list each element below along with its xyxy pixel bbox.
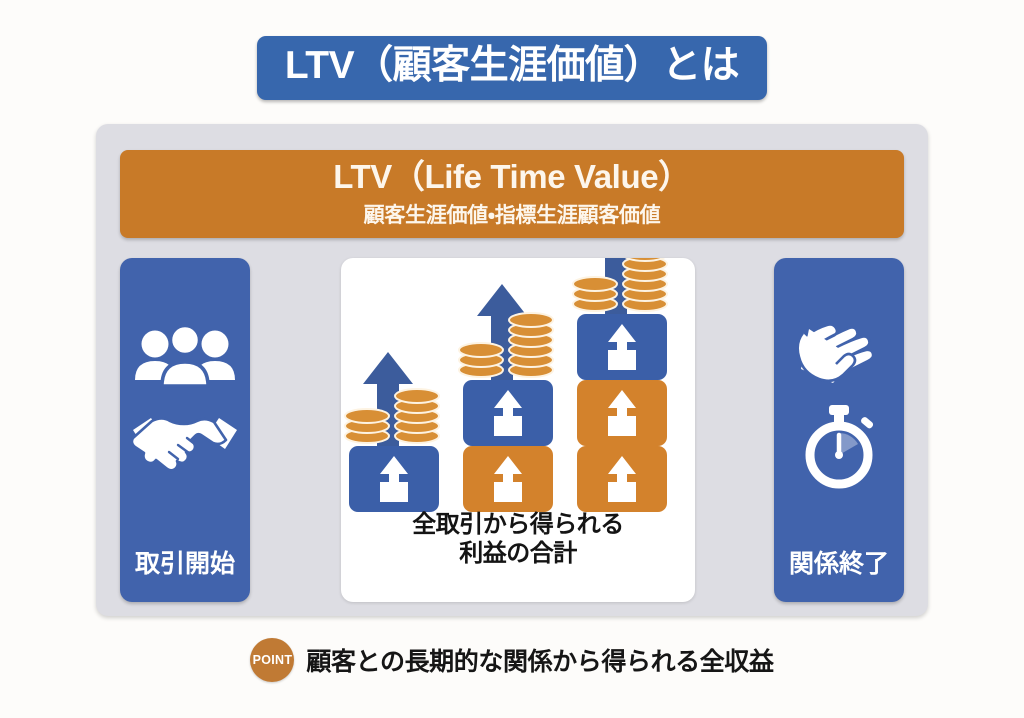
stage-card-end-icons — [774, 258, 904, 544]
stage-card-start-icons — [120, 258, 250, 544]
coin-stack-col2-left — [458, 342, 504, 378]
waving-hand-icon — [796, 323, 875, 383]
coin-stack-col3-right — [622, 258, 668, 312]
stage-card-end[interactable]: 関係終了 — [774, 258, 904, 602]
stage-card-end-label: 関係終了 — [788, 550, 889, 578]
coin-stack-col1-left — [344, 408, 390, 444]
coin-stack-col1-right — [394, 388, 440, 444]
profit-block-col3-1 — [577, 446, 667, 512]
growth-arrow-col2 — [477, 284, 527, 380]
ltv-banner: LTV（Life Time Value） 顧客生涯価値・指標生涯顧客価値 — [120, 150, 904, 238]
page-title: LTV（顧客生涯価値）とは — [256, 36, 768, 100]
profit-growth-chart — [344, 258, 668, 512]
coin-stack-col2-right — [508, 312, 554, 378]
stopwatch-icon — [805, 405, 874, 489]
growth-arrow-col1 — [363, 352, 413, 446]
profit-stack-caption: 全取引から得られる 利益の合計 — [341, 510, 695, 569]
profit-block-col3-2 — [577, 380, 667, 446]
stage-card-start-label: 取引開始 — [134, 550, 235, 578]
profit-stack-card: 全取引から得られる 利益の合計 — [341, 258, 695, 602]
ltv-banner-title: LTV（Life Time Value） — [333, 158, 691, 196]
profit-stack-caption-line1: 全取引から得られる — [412, 511, 624, 538]
people-group-icon — [135, 324, 235, 388]
coin-stack-col3-left — [572, 276, 618, 312]
stage-card-start[interactable]: 取引開始 — [120, 258, 250, 602]
handshake-icon — [130, 417, 237, 472]
profit-block-col2-1 — [463, 446, 553, 512]
profit-block-col2-2 — [463, 380, 553, 446]
ltv-banner-subtitle: 顧客生涯価値・指標生涯顧客価値 — [363, 203, 661, 227]
profit-block-col1-1 — [349, 446, 439, 512]
page-title-container: LTV（顧客生涯価値）とは — [0, 36, 1024, 100]
point-footer-text: 顧客との長期的な関係から得られる全収益 — [306, 648, 774, 676]
point-footer: POINT 顧客との長期的な関係から得られる全収益 — [0, 638, 1024, 682]
diagram-panel: LTV（Life Time Value） 顧客生涯価値・指標生涯顧客価値 取引開 — [96, 124, 928, 616]
profit-block-col3-3 — [577, 314, 667, 380]
point-badge: POINT — [250, 638, 295, 682]
profit-stack-caption-line2: 利益の合計 — [459, 540, 577, 568]
